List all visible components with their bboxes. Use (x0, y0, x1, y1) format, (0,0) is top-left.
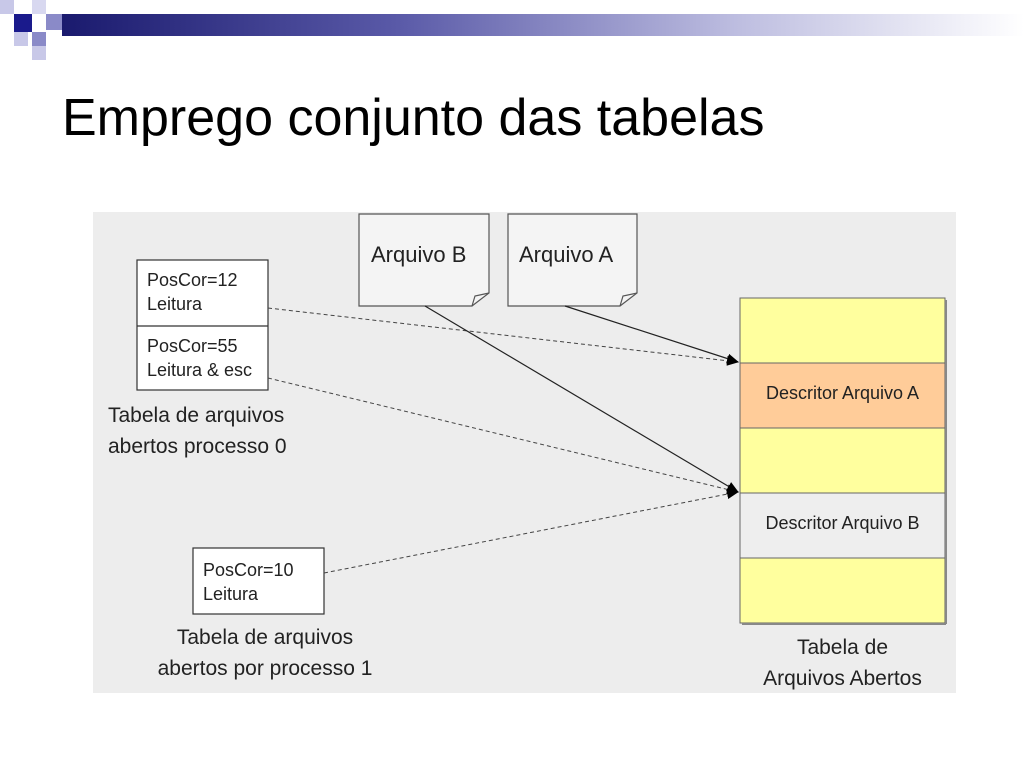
deco-square-mid (32, 32, 46, 46)
file-a-document (507, 213, 638, 307)
slide-title: Emprego conjunto das tabelas (62, 89, 765, 147)
deco-square-light (32, 0, 46, 14)
open-files-slot-label-3: Descritor Arquivo B (765, 513, 920, 533)
process0-caption: Tabela de arquivos abertos processo 0 (108, 400, 287, 462)
open-files-slot-4 (739, 557, 946, 624)
process1-table-border (192, 547, 325, 615)
process0-entry-0-mode: Leitura (147, 294, 203, 314)
open-files-caption-line2: Arquivos Abertos (763, 667, 922, 690)
process1-entry-0: PosCor=10 Leitura (203, 558, 294, 606)
process1-caption-line1: Tabela de arquivos (176, 626, 354, 649)
file-a-label: Arquivo A (519, 242, 614, 267)
process0-caption-line2: abertos processo 0 (108, 435, 287, 458)
deco-square-light (14, 32, 28, 46)
process1-entry-0-position: PosCor=10 (203, 560, 294, 580)
process0-table-border (136, 259, 269, 391)
arrow-file-b-to-descriptor-b (424, 305, 739, 493)
deco-square-light (32, 46, 46, 60)
open-files-slot-2 (739, 427, 946, 494)
open-files-caption: Tabela de Arquivos Abertos (730, 632, 955, 694)
process0-entry-0: PosCor=12 Leitura (147, 268, 238, 316)
process0-caption-line1: Tabela de arquivos (108, 404, 285, 427)
process0-entry-1-position: PosCor=55 (147, 336, 238, 356)
file-b-label: Arquivo B (371, 242, 467, 267)
file-a-fold (619, 292, 638, 307)
arrow-process1-entry0-to-descriptor-b (323, 489, 739, 574)
deco-square-light (0, 0, 14, 14)
open-files-slot-3 (739, 492, 946, 559)
deco-square-mid (46, 14, 62, 30)
arrow-process0-entry1-to-descriptor-b (267, 377, 739, 495)
process1-caption-line2: abertos por processo 1 (157, 657, 373, 680)
open-files-caption-line1: Tabela de (796, 636, 889, 659)
file-b-fold (471, 292, 490, 307)
process0-entry-1: PosCor=55 Leitura & esc (147, 334, 252, 382)
title-bar (62, 14, 1024, 36)
process0-entry-1-mode: Leitura & esc (147, 360, 253, 380)
file-b-document (358, 213, 490, 307)
deco-square-dark (14, 14, 32, 32)
process0-entry-0-position: PosCor=12 (147, 270, 238, 290)
corner-decoration (0, 0, 62, 62)
arrow-process0-entry0-to-descriptor-a (267, 307, 739, 366)
process1-entry-0-mode: Leitura (203, 584, 259, 604)
arrow-file-a-to-descriptor-a (564, 305, 739, 364)
open-files-slot-label-1: Descritor Arquivo A (765, 383, 920, 403)
process1-caption: Tabela de arquivos abertos por processo … (140, 622, 390, 684)
open-files-slot-0 (739, 297, 946, 364)
